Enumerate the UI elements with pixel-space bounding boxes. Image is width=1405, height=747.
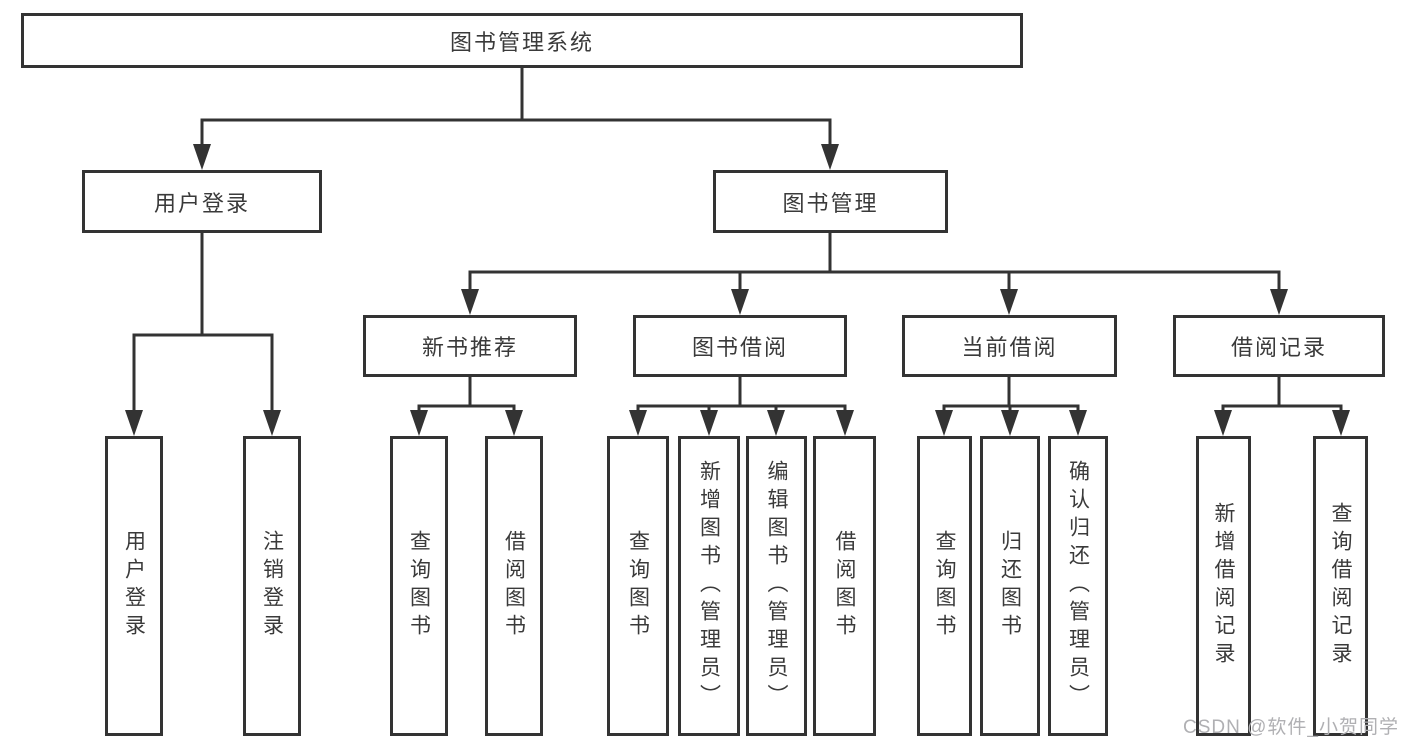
leaf-logout: 注销登录 [243, 436, 301, 736]
leaf-add-books-admin-label: 新增图书（管理员） [697, 460, 721, 712]
leaf-return-books: 归还图书 [980, 436, 1040, 736]
leaf-edit-books-admin: 编辑图书（管理员） [746, 436, 807, 736]
leaf-borrow-books: 借阅图书 [813, 436, 876, 736]
leaf-borrow-books-recommend: 借阅图书 [485, 436, 543, 736]
leaf-query-borrow-record-label: 查询借阅记录 [1329, 502, 1352, 670]
node-book-management: 图书管理 [713, 170, 948, 233]
node-book-management-label: 图书管理 [782, 190, 879, 216]
leaf-user-login-label: 用户登录 [122, 530, 146, 642]
leaf-query-books-borrow: 查询图书 [607, 436, 669, 736]
connector-book-borrow-to-leaves [629, 375, 854, 436]
leaf-query-borrow-record: 查询借阅记录 [1313, 436, 1368, 736]
leaf-query-books-recommend: 查询图书 [390, 436, 448, 736]
connector-current-borrow-to-leaves [935, 375, 1087, 436]
node-new-book-recommend: 新书推荐 [363, 315, 577, 377]
leaf-query-books-current: 查询图书 [917, 436, 972, 736]
leaf-add-borrow-record-label: 新增借阅记录 [1212, 502, 1235, 670]
node-root: 图书管理系统 [21, 13, 1023, 68]
node-borrow-records-label: 借阅记录 [1230, 335, 1327, 360]
leaf-user-login: 用户登录 [105, 436, 163, 736]
leaf-return-books-label: 归还图书 [998, 530, 1022, 642]
node-current-borrow: 当前借阅 [902, 315, 1117, 377]
leaf-add-books-admin: 新增图书（管理员） [678, 436, 740, 736]
leaf-borrow-books-recommend-label: 借阅图书 [502, 530, 526, 642]
leaf-borrow-books-label: 借阅图书 [833, 530, 856, 642]
leaf-logout-label: 注销登录 [260, 530, 284, 642]
connector-borrow-records-to-leaves [1214, 375, 1350, 436]
leaf-query-books-recommend-label: 查询图书 [407, 530, 431, 642]
node-book-borrow-label: 图书借阅 [691, 335, 788, 360]
csdn-watermark: CSDN @软件_小贺同学 [1183, 717, 1399, 738]
node-current-borrow-label: 当前借阅 [961, 335, 1058, 360]
connector-user-login-to-leaves [125, 231, 281, 436]
node-borrow-records: 借阅记录 [1173, 315, 1385, 377]
node-root-label: 图书管理系统 [449, 29, 594, 55]
connector-new-book-recommend-to-leaves [410, 375, 523, 436]
node-book-borrow: 图书借阅 [633, 315, 847, 377]
leaf-edit-books-admin-label: 编辑图书（管理员） [765, 460, 788, 712]
node-user-login: 用户登录 [82, 170, 322, 233]
connector-book-management-to-sections [461, 231, 1288, 315]
leaf-confirm-return-admin: 确认归还（管理员） [1048, 436, 1108, 736]
node-new-book-recommend-label: 新书推荐 [421, 335, 518, 360]
leaf-query-books-borrow-label: 查询图书 [626, 530, 650, 642]
leaf-confirm-return-admin-label: 确认归还（管理员） [1066, 460, 1090, 712]
leaf-query-books-current-label: 查询图书 [933, 530, 956, 642]
node-user-login-label: 用户登录 [153, 190, 250, 216]
leaf-add-borrow-record: 新增借阅记录 [1196, 436, 1251, 736]
connector-root-to-branches [193, 66, 839, 170]
